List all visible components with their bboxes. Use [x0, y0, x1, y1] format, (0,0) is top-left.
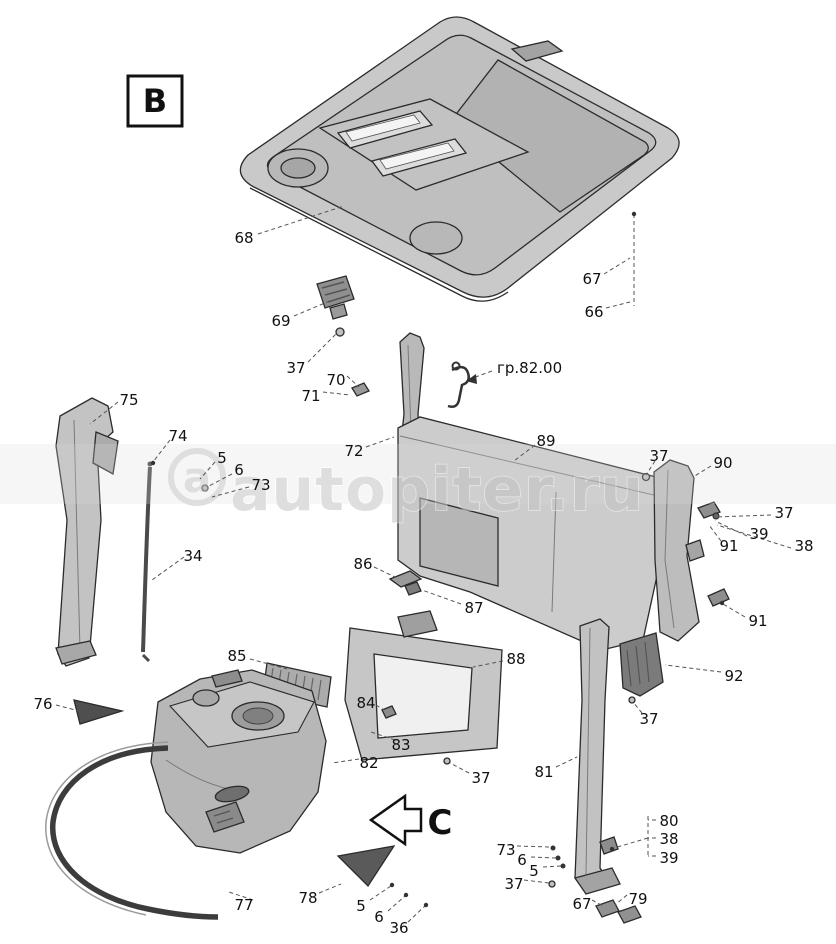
callout-5: 5 [356, 897, 366, 915]
callout-78: 78 [298, 889, 317, 907]
clip-91-upper [697, 501, 721, 520]
callout-37: 37 [504, 875, 523, 893]
leader-lines [55, 205, 792, 923]
callout-86: 86 [353, 555, 372, 573]
left-arrow-icon [368, 793, 423, 847]
callout-73: 73 [496, 841, 515, 859]
callout-80: 80 [659, 812, 678, 830]
corner-console-trim [150, 669, 327, 854]
lower-pillar-81 [573, 618, 621, 895]
callout-6: 6 [234, 461, 244, 479]
callout-89: 89 [536, 432, 555, 450]
callout-91: 91 [748, 612, 767, 630]
clip-91-lower [707, 588, 730, 607]
clip-67-bottom [595, 899, 620, 918]
callout-37: 37 [649, 447, 668, 465]
callout-75: 75 [119, 391, 138, 409]
callout-73: 73 [251, 476, 270, 494]
callout-70: 70 [326, 371, 345, 389]
callout-37: 37 [286, 359, 305, 377]
left-pillar-75 [55, 397, 119, 667]
callout-5: 5 [217, 449, 227, 467]
group-reference-label: гр.82.00 [497, 359, 562, 377]
callout-37: 37 [774, 504, 793, 522]
callout-6: 6 [517, 851, 527, 869]
callout-87: 87 [464, 599, 483, 617]
callout-81: 81 [534, 763, 553, 781]
callout-36: 36 [389, 919, 408, 937]
callout-83: 83 [391, 736, 410, 754]
callout-88: 88 [506, 650, 525, 668]
clip-79 [617, 905, 642, 924]
callout-85: 85 [227, 647, 246, 665]
callout-34: 34 [183, 547, 202, 565]
callout-71: 71 [301, 387, 320, 405]
callout-6: 6 [374, 908, 384, 926]
callout-5: 5 [529, 862, 539, 880]
callout-37: 37 [639, 710, 658, 728]
rear-panel-89 [397, 416, 665, 651]
door-seal-77 [45, 741, 219, 920]
callout-37: 37 [471, 769, 490, 787]
fasteners [201, 327, 651, 888]
wedge-78 [336, 845, 396, 888]
watermark-logo-icon [168, 448, 226, 506]
callout-82: 82 [359, 754, 378, 772]
callout-72: 72 [344, 442, 363, 460]
wedge-76 [73, 699, 125, 725]
callout-91: 91 [719, 537, 738, 555]
detail-c-arrow: C [368, 793, 453, 847]
callout-39: 39 [659, 849, 678, 867]
callout-67: 67 [582, 270, 601, 288]
watermark-logo-letter: a [183, 453, 211, 502]
vent-grille-69 [316, 275, 355, 320]
callout-67: 67 [572, 895, 591, 913]
callout-68: 68 [234, 229, 253, 247]
callout-66: 66 [584, 303, 603, 321]
watermark: a autopiter.ru [0, 444, 836, 526]
callout-69: 69 [271, 312, 290, 330]
callout-76: 76 [33, 695, 52, 713]
roof-panel [239, 16, 680, 302]
section-b-label: B [143, 82, 167, 120]
callout-90: 90 [713, 454, 732, 472]
clip-87 [404, 581, 422, 596]
callout-38: 38 [659, 830, 678, 848]
bracket-86 [388, 570, 423, 588]
callout-92: 92 [724, 667, 743, 685]
callout-84: 84 [356, 694, 375, 712]
callout-77: 77 [234, 896, 253, 914]
callout-79: 79 [628, 890, 647, 908]
callout-38: 38 [794, 537, 813, 555]
right-pillar-90 [653, 459, 705, 642]
callout-39: 39 [749, 525, 768, 543]
trim-92 [619, 632, 664, 697]
detail-c-label: C [428, 803, 453, 843]
watermark-text: autopiter.ru [230, 455, 644, 525]
callout-74: 74 [168, 427, 187, 445]
window-frame-88 [344, 610, 503, 761]
section-b-box: B [126, 74, 184, 128]
hook-part-82-00 [447, 361, 470, 408]
watermark-band [0, 444, 836, 504]
